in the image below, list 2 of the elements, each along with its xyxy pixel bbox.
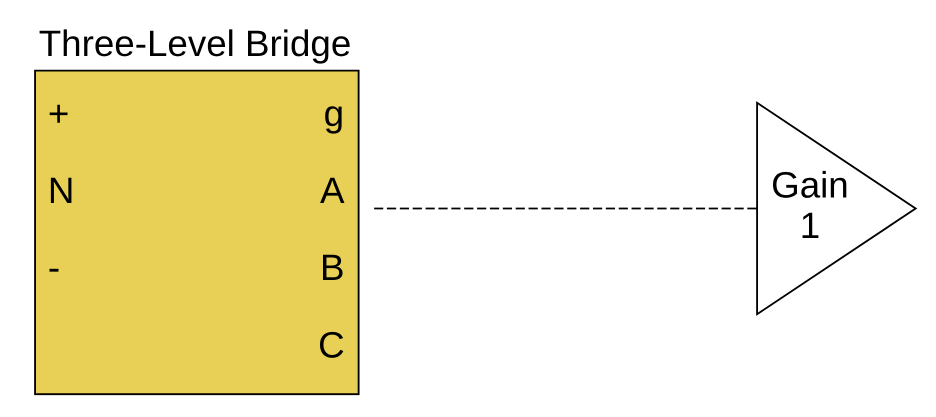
connector	[374, 208, 756, 210]
node-label: Three-Level Bridge	[38, 22, 352, 64]
